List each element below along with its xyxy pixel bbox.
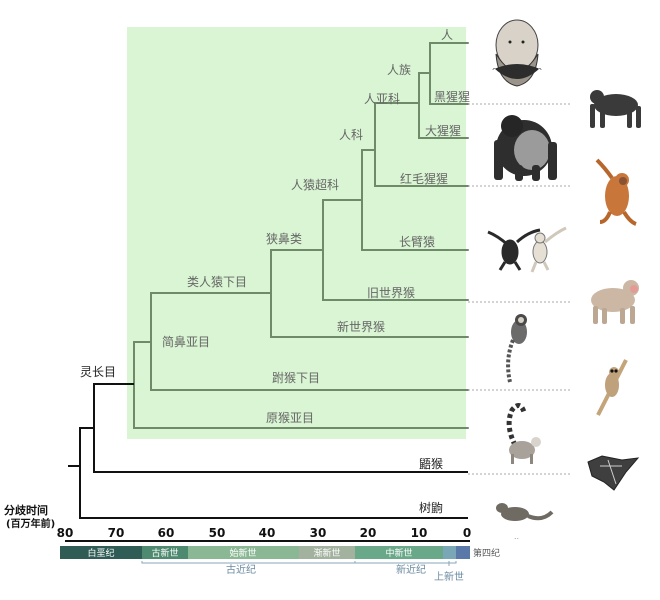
epoch-pliocene: 上新世 — [434, 570, 464, 583]
label-homininae: 人亚科 — [364, 92, 400, 106]
primate-highlight-box — [127, 27, 466, 439]
label-hominidae: 人科 — [339, 128, 363, 142]
epoch-miocene: 中新世 — [385, 547, 412, 559]
axis-title: 分歧时间 — [4, 503, 48, 517]
tick-0: 0 — [463, 526, 471, 540]
epoch-eocene: 始新世 — [229, 547, 256, 559]
tick-50: 50 — [209, 526, 226, 540]
axis-subtitle: (百万年前) — [6, 517, 55, 530]
gibbon-pair-icon — [487, 226, 567, 273]
epoch-oligocene: 渐新世 — [313, 547, 340, 559]
epoch-cretaceous: 白垩纪 — [87, 547, 114, 559]
label-chimpanzee: 黑猩猩 — [434, 89, 470, 104]
label-haplorhini: 简鼻亚目 — [162, 334, 210, 349]
label-simiiformes: 类人猿下目 — [187, 274, 247, 289]
tick-20: 20 — [360, 526, 377, 540]
tick-40: 40 — [259, 526, 276, 540]
marmoset-icon — [506, 314, 527, 383]
treeshrew-icon: .. — [496, 503, 554, 541]
colugo-icon — [587, 455, 640, 491]
label-gibbon: 长臂猿 — [399, 234, 435, 249]
tick-80: 80 — [57, 526, 74, 540]
tick-10: 10 — [411, 526, 428, 540]
time-axis: 80 70 60 50 40 30 20 10 0 分歧时间 (百万年前) — [4, 503, 471, 542]
epoch-quaternary: 第四纪 — [473, 547, 500, 559]
label-new-world-monkeys: 新世界猴 — [337, 319, 385, 334]
tick-60: 60 — [158, 526, 175, 540]
tick-30: 30 — [310, 526, 327, 540]
guide-lines — [468, 103, 572, 475]
orangutan-icon — [595, 158, 637, 226]
label-hominoidea: 人猿超科 — [291, 177, 339, 192]
epoch-paleocene: 古新世 — [151, 547, 178, 559]
macaque-icon — [591, 280, 639, 324]
period-neogene: 新近纪 — [396, 563, 426, 576]
clade-labels: 人 人族 黑猩猩 人亚科 大猩猩 人科 红毛猩猩 人猿超科 长臂猿 狭鼻类 旧世… — [80, 28, 470, 515]
label-gorilla: 大猩猩 — [425, 123, 461, 138]
lemur-icon — [506, 403, 541, 464]
label-colugo: 鼯猴 — [419, 457, 443, 471]
outgroup-branches — [68, 383, 468, 519]
period-paleogene: 古近纪 — [226, 563, 256, 576]
label-hominini: 人族 — [387, 63, 411, 77]
gorilla-icon — [494, 115, 557, 181]
label-strepsirrhini: 原猴亚目 — [266, 411, 314, 425]
label-tarsiiformes: 跗猴下目 — [272, 371, 320, 385]
chimpanzee-icon — [590, 90, 641, 128]
label-treeshrew: 树鼩 — [419, 500, 443, 515]
epoch-bar: 白垩纪 古新世 始新世 渐新世 中新世 第四纪 古近纪 新近纪 上新世 — [60, 546, 500, 583]
label-orangutan: 红毛猩猩 — [400, 171, 448, 186]
tick-70: 70 — [108, 526, 125, 540]
dots-note: .. — [514, 532, 519, 541]
label-human: 人 — [441, 28, 453, 42]
label-primates: 灵长目 — [80, 365, 116, 379]
human-portrait-icon — [492, 19, 542, 87]
label-old-world-monkeys: 旧世界猴 — [367, 286, 415, 300]
tarsier-icon — [596, 359, 628, 416]
label-catarrhini: 狭鼻类 — [266, 231, 302, 246]
